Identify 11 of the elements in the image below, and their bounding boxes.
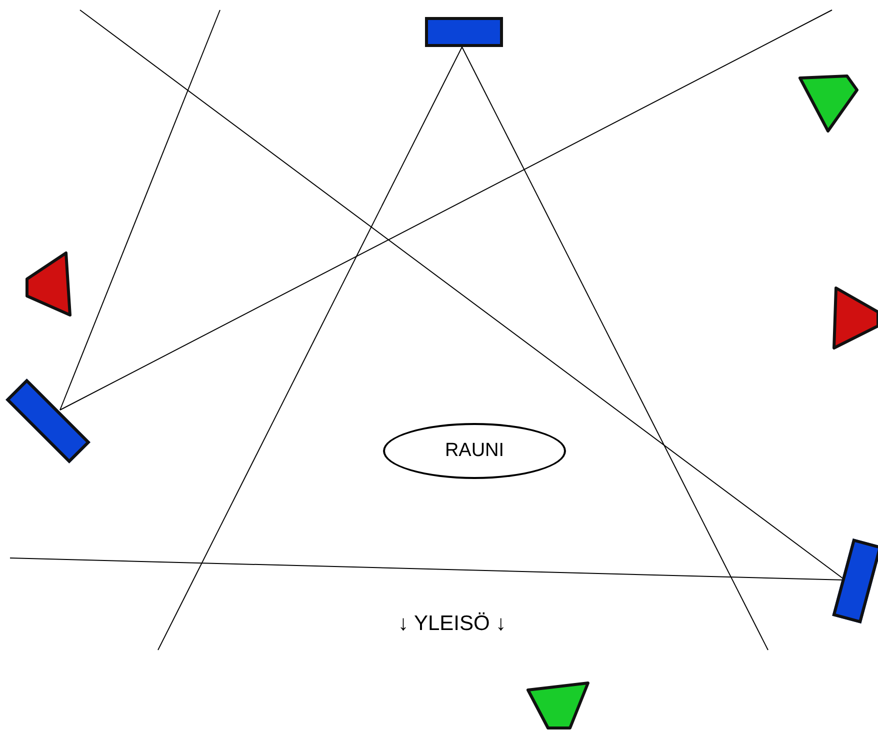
light-fixture <box>425 17 503 47</box>
speaker-triangle <box>831 286 878 350</box>
stage-ellipse: RAUNI <box>383 423 566 479</box>
speaker-triangle <box>526 681 590 731</box>
audience-label: ↓ YLEISÖ ↓ <box>398 612 506 636</box>
light-beam-line <box>462 46 768 650</box>
light-beam-line <box>60 10 220 410</box>
light-beam-line <box>60 10 832 410</box>
light-beam-line <box>158 46 462 650</box>
speaker-triangle <box>24 251 72 317</box>
speaker-triangle <box>797 74 859 134</box>
